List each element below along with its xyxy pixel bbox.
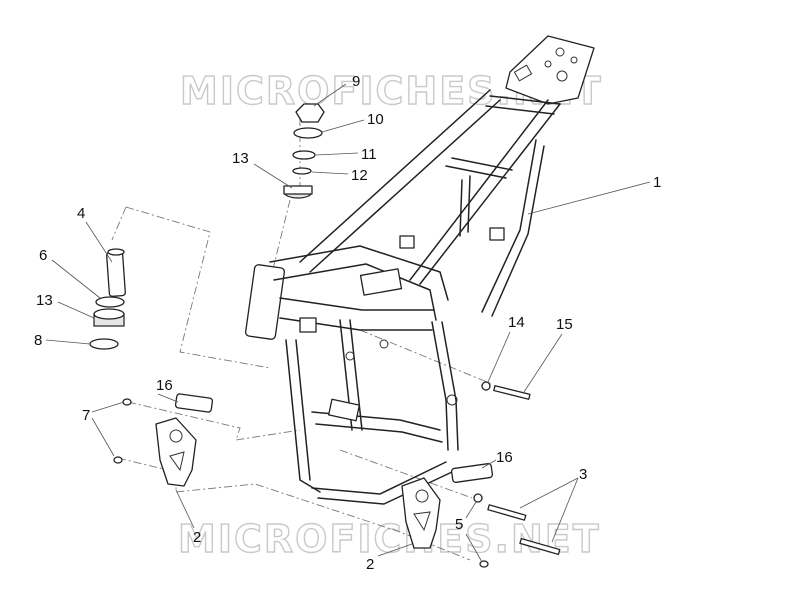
watermark-bottom: MICROFICHES.NET — [178, 517, 601, 561]
callout-4: 4 — [77, 205, 85, 222]
callout-6: 6 — [39, 247, 47, 264]
callout-16-right: 16 — [496, 449, 513, 466]
callout-labels: 9 10 11 12 13 1 4 6 13 8 14 15 16 7 16 3… — [34, 73, 661, 573]
callout-14: 14 — [508, 314, 525, 331]
callout-10: 10 — [367, 111, 384, 128]
callout-13-upper: 13 — [232, 150, 249, 167]
callout-15: 15 — [556, 316, 573, 333]
callout-2-right: 2 — [366, 556, 374, 573]
callout-12: 12 — [351, 167, 368, 184]
callout-9: 9 — [352, 73, 360, 90]
bolts-and-washers — [113, 381, 561, 568]
steering-bearing-stack — [283, 103, 325, 199]
callout-2-left: 2 — [193, 529, 201, 546]
callout-3: 3 — [579, 466, 587, 483]
lower-bearing-stack — [89, 248, 126, 350]
main-frame — [245, 35, 595, 505]
rubber-pads — [174, 393, 494, 483]
callout-1: 1 — [653, 174, 661, 191]
callout-8: 8 — [34, 332, 42, 349]
callout-11: 11 — [361, 146, 377, 163]
callout-7: 7 — [82, 407, 90, 424]
callout-16-left: 16 — [156, 377, 173, 394]
engine-mount-plates — [155, 417, 441, 549]
leader-lines — [45, 83, 651, 563]
callout-13-lower: 13 — [36, 292, 53, 309]
callout-5: 5 — [455, 516, 463, 533]
